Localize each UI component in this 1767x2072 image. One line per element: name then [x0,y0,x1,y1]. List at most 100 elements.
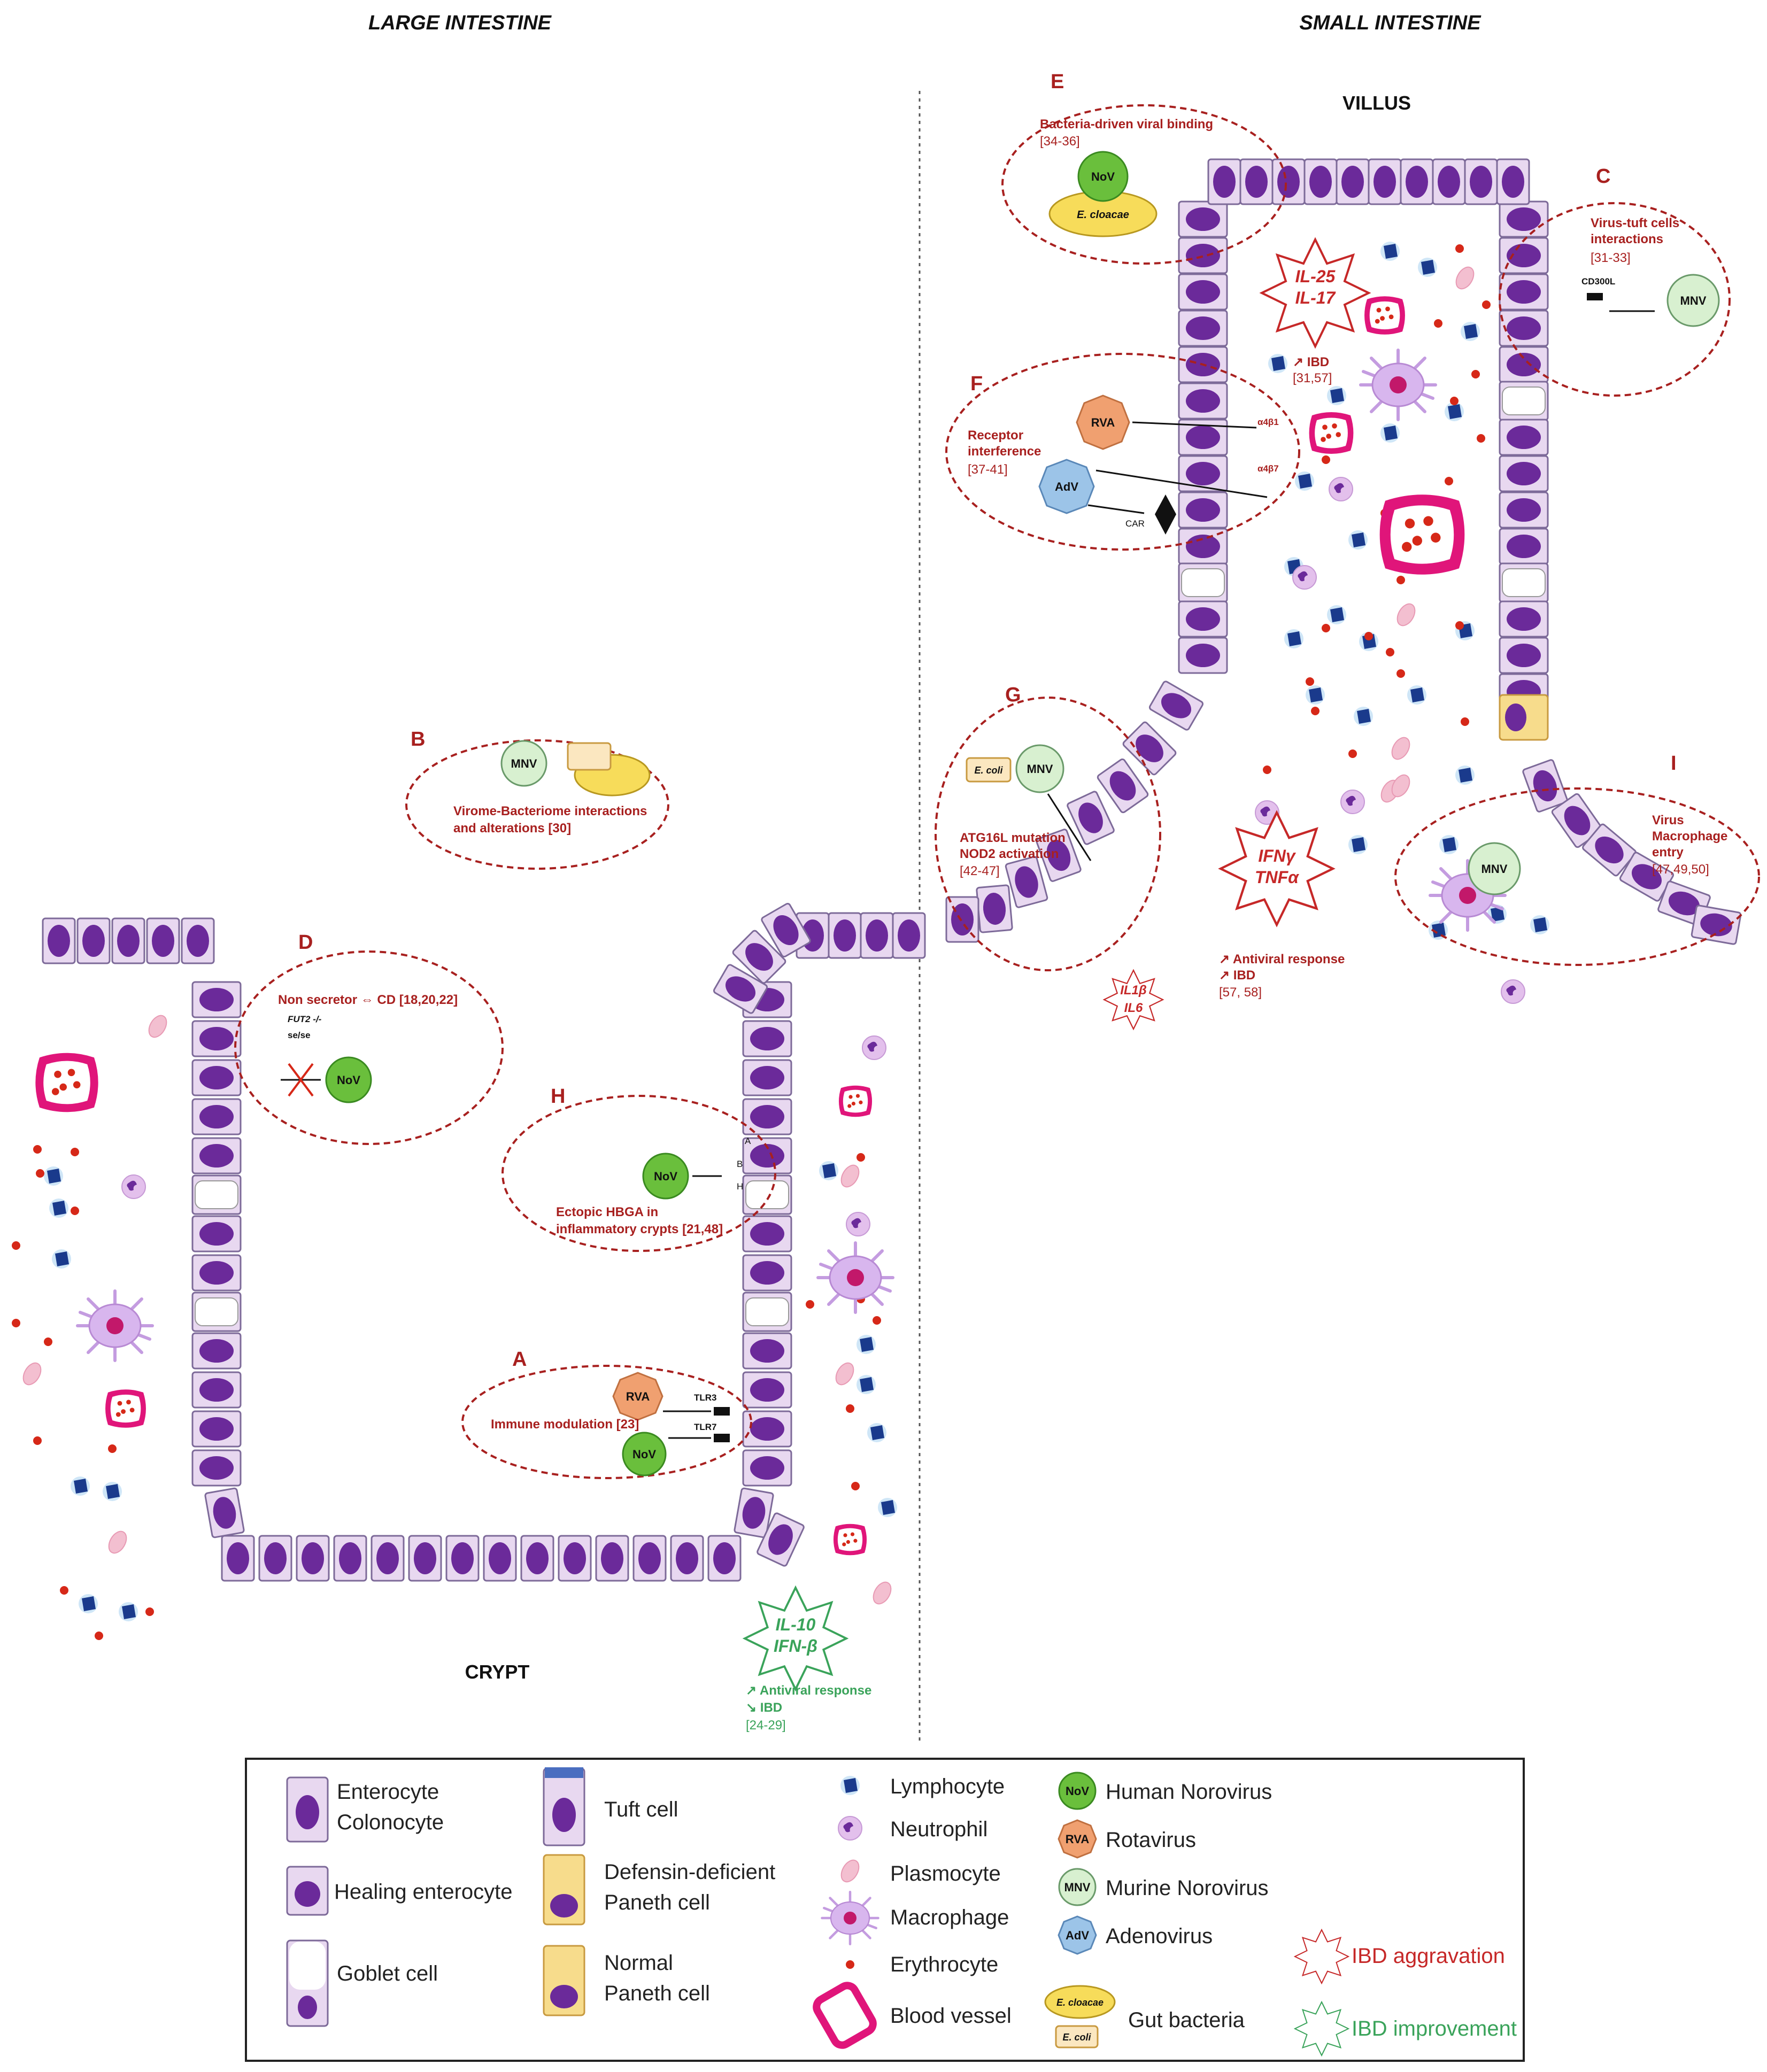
colonocyte [742,1020,792,1057]
panel-g-bacterium: E. coli [974,765,1003,776]
mnv-icon [1666,274,1720,327]
plasmocyte [837,1161,863,1191]
lymphocyte [119,1602,138,1621]
enterocyte [1178,455,1228,492]
panel-e-virus: NoV [1091,170,1115,183]
panel-h-letter: H [551,1085,565,1108]
legend-rotavirus: Rotavirus [1106,1828,1196,1852]
enterocyte [1239,158,1274,205]
neutrophil [1292,565,1317,590]
erythrocyte [1482,300,1491,309]
panel-i-letter: I [1671,752,1677,775]
panel-a-virus2: NoV [632,1448,656,1461]
colonocyte [742,1449,792,1487]
legend-healing-enterocyte: Healing enterocyte [334,1880,513,1904]
colonocyte [42,917,76,964]
legend-ibd-improvement: IBD improvement [1352,2017,1517,2040]
header-large-intestine: LARGE INTESTINE [368,12,552,34]
erythrocyte [108,1444,117,1453]
enterocyte [1499,419,1549,456]
erythrocyte [806,1300,814,1309]
adv-icon [1038,459,1095,514]
cytokine-il25: IL-25 [1295,267,1336,286]
panel-a-tlr7: TLR7 [694,1422,717,1432]
erythrocyte [857,1153,865,1162]
lymphocyte [1461,322,1480,341]
enterocyte [1499,200,1549,238]
panel-b-letter: B [411,728,425,751]
enterocyte [1499,491,1549,529]
panel-c-virus: MNV [1680,294,1707,307]
legend-adv-label: AdV [1066,1929,1089,1942]
enterocyte [1004,855,1049,909]
erythrocyte [846,1404,854,1413]
panel-e-bacterium: E. cloacae [1077,209,1129,221]
enterocyte [1303,158,1338,205]
cytokine-ifnb: IFN-β [774,1636,817,1656]
enterocyte [1178,491,1228,529]
lymphocyte [1380,242,1400,261]
colonocyte [371,1535,405,1582]
colonocyte [333,1535,367,1582]
receptor-icon [1587,293,1603,300]
panel-i-line3: entry [1652,845,1684,860]
neutrophil [1501,979,1525,1004]
cytokine-il10: IL-10 [776,1615,816,1634]
panel-a-virus1: RVA [626,1390,650,1403]
tlr7-receptor-icon [714,1434,730,1442]
erythrocyte [1322,624,1330,632]
erythrocyte [1396,669,1405,678]
colonocyte [707,1535,742,1582]
nov-icon [642,1153,689,1200]
panel-i-line1: Virus [1652,813,1684,828]
erythrocyte [1461,717,1469,726]
lymphocyte [867,1423,886,1442]
legend-e-cloacae-label: E. cloacae [1056,1997,1104,2008]
panel-f-ref: [37-41] [968,462,1008,477]
plasmocyte [831,1359,858,1389]
enterocyte [1496,158,1530,205]
erythrocyte [1386,648,1394,656]
enterocyte [1464,158,1498,205]
erythrocyte [44,1337,52,1346]
colonocyte [191,1410,242,1448]
erythrocyte [1263,766,1271,774]
enterocyte [892,912,926,959]
panel-e-ref: [34-36] [1040,134,1080,149]
panel-d-gene2: se/se [288,1030,311,1040]
colonocyte [204,1487,245,1539]
legend: Enterocyte Colonocyte Healing enterocyte… [245,1758,1525,2062]
legend-lymphocyte: Lymphocyte [890,1775,1005,1798]
panel-g-line2: NOD2 activation [960,847,1059,861]
lymphocyte [1348,835,1368,854]
panel-i-ref: [47,49,50] [1652,862,1709,877]
panel-d-gene1: FUT2 -/- [288,1014,322,1024]
enterocyte [1178,310,1228,347]
lymphocyte [819,1161,838,1180]
neutrophil [862,1035,886,1060]
legend-mnv-label: MNV [1064,1881,1091,1894]
mnv-icon [500,740,547,787]
lymphocyte [103,1482,122,1501]
lymphocyte [1530,915,1549,934]
enterocyte [860,912,894,959]
nov-icon [325,1056,372,1103]
erythrocyte [1348,749,1357,758]
enterocyte [1178,200,1228,238]
colonocyte [191,1215,242,1253]
erythrocyte [33,1145,42,1154]
legend-rva-label: RVA [1066,1833,1090,1846]
erythrocyte [1434,319,1442,328]
lymphocyte [878,1498,897,1517]
lymphocyte [1284,629,1303,648]
erythrocyte [1450,397,1459,405]
enterocyte [1499,310,1549,347]
nov-icon [1077,151,1129,202]
header-small-intestine: SMALL INTESTINE [1299,12,1481,34]
legend-aggravation-star [1294,1929,1349,1984]
enterocyte [1499,600,1549,638]
legend-improvement-star [1294,2001,1349,2056]
plasmocyte [1393,600,1419,630]
antiviral-red-label: ↗ Antiviral response [1219,952,1345,967]
enterocyte [1690,904,1742,946]
